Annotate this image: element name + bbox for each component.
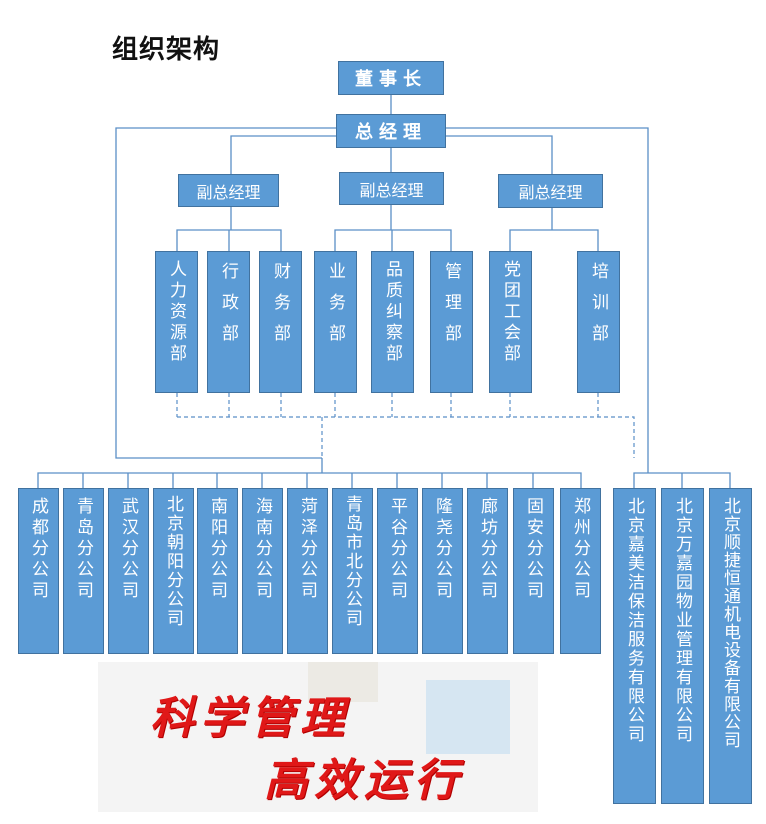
subsidiary-label: 北京嘉美洁保洁服务有限公司 bbox=[624, 497, 644, 744]
connector-line bbox=[37, 472, 582, 488]
department-box: 党团工会部 bbox=[489, 251, 532, 393]
branch-label: 隆尧分公司 bbox=[432, 497, 452, 602]
subsidiary-box: 北京嘉美洁保洁服务有限公司 bbox=[613, 488, 656, 804]
department-box: 管理部 bbox=[430, 251, 473, 393]
branch-box: 海南分公司 bbox=[242, 488, 283, 654]
branch-box: 南阳分公司 bbox=[197, 488, 238, 654]
deputy-gm-label: 副总经理 bbox=[359, 180, 424, 200]
deputy-gm-box: 副总经理 bbox=[178, 174, 279, 207]
deputy-gm-box: 副总经理 bbox=[339, 172, 444, 205]
department-label: 行政部 bbox=[218, 262, 238, 355]
connector-line bbox=[446, 127, 649, 458]
department-label: 业务部 bbox=[325, 262, 345, 355]
branch-box: 菏泽分公司 bbox=[287, 488, 328, 654]
branch-label: 南阳分公司 bbox=[207, 497, 227, 602]
connector-line bbox=[334, 229, 452, 251]
department-box: 业务部 bbox=[314, 251, 357, 393]
decorative-block bbox=[308, 662, 378, 702]
department-label: 培训部 bbox=[588, 262, 608, 355]
branch-label: 郑州分公司 bbox=[570, 497, 590, 602]
department-label: 人力资源部 bbox=[166, 260, 186, 365]
slogan-line-1: 科学管理 bbox=[150, 693, 350, 744]
branch-box: 平谷分公司 bbox=[377, 488, 418, 654]
department-label: 财务部 bbox=[270, 262, 290, 355]
connector-line bbox=[446, 135, 553, 174]
department-box: 品质纠察部 bbox=[371, 251, 414, 393]
branch-label: 固安分公司 bbox=[523, 497, 543, 602]
branch-box: 廊坊分公司 bbox=[467, 488, 508, 654]
branch-box: 成都分公司 bbox=[18, 488, 59, 654]
branch-label: 成都分公司 bbox=[28, 497, 48, 602]
branch-label: 青岛分公司 bbox=[73, 497, 93, 602]
connector-line bbox=[115, 127, 336, 459]
chairman-box: 董事长 bbox=[338, 61, 444, 95]
connector-line bbox=[230, 135, 336, 174]
branch-box: 郑州分公司 bbox=[560, 488, 601, 654]
general-manager-box: 总经理 bbox=[336, 114, 446, 148]
page-title: 组织架构 bbox=[112, 35, 221, 66]
branch-box: 隆尧分公司 bbox=[422, 488, 463, 654]
branch-box: 青岛分公司 bbox=[63, 488, 104, 654]
branch-label: 平谷分公司 bbox=[387, 497, 407, 602]
chairman-label: 董事长 bbox=[355, 69, 427, 90]
branch-label: 菏泽分公司 bbox=[297, 497, 317, 602]
dashed-connector-line bbox=[177, 416, 635, 458]
deputy-gm-label: 副总经理 bbox=[196, 182, 261, 202]
department-label: 管理部 bbox=[441, 262, 461, 355]
branch-box: 武汉分公司 bbox=[108, 488, 149, 654]
general-manager-label: 总经理 bbox=[355, 122, 427, 143]
branch-label: 青岛市北分公司 bbox=[342, 495, 362, 628]
branch-box: 固安分公司 bbox=[513, 488, 554, 654]
connector-line bbox=[509, 229, 599, 251]
branch-label: 北京朝阳分公司 bbox=[163, 495, 183, 628]
department-box: 行政部 bbox=[207, 251, 250, 393]
department-box: 人力资源部 bbox=[155, 251, 198, 393]
branch-label: 武汉分公司 bbox=[118, 497, 138, 602]
branch-label: 廊坊分公司 bbox=[477, 497, 497, 602]
subsidiary-label: 北京顺捷恒通机电设备有限公司 bbox=[720, 497, 740, 749]
department-box: 培训部 bbox=[577, 251, 620, 393]
department-label: 党团工会部 bbox=[500, 260, 520, 365]
deputy-gm-label: 副总经理 bbox=[518, 183, 583, 202]
department-box: 财务部 bbox=[259, 251, 302, 393]
subsidiary-label: 北京万嘉园物业管理有限公司 bbox=[672, 497, 692, 744]
decorative-block bbox=[426, 680, 510, 754]
slogan-banner: 科学管理 高效运行 bbox=[98, 662, 538, 812]
branch-box: 北京朝阳分公司 bbox=[153, 488, 194, 654]
deputy-gm-box: 副总经理 bbox=[498, 174, 603, 208]
subsidiary-box: 北京万嘉园物业管理有限公司 bbox=[661, 488, 704, 804]
branch-box: 青岛市北分公司 bbox=[332, 488, 373, 654]
subsidiary-box: 北京顺捷恒通机电设备有限公司 bbox=[709, 488, 752, 804]
slogan-line-2: 高效运行 bbox=[264, 755, 464, 806]
department-label: 品质纠察部 bbox=[382, 260, 402, 365]
branch-label: 海南分公司 bbox=[252, 497, 272, 602]
